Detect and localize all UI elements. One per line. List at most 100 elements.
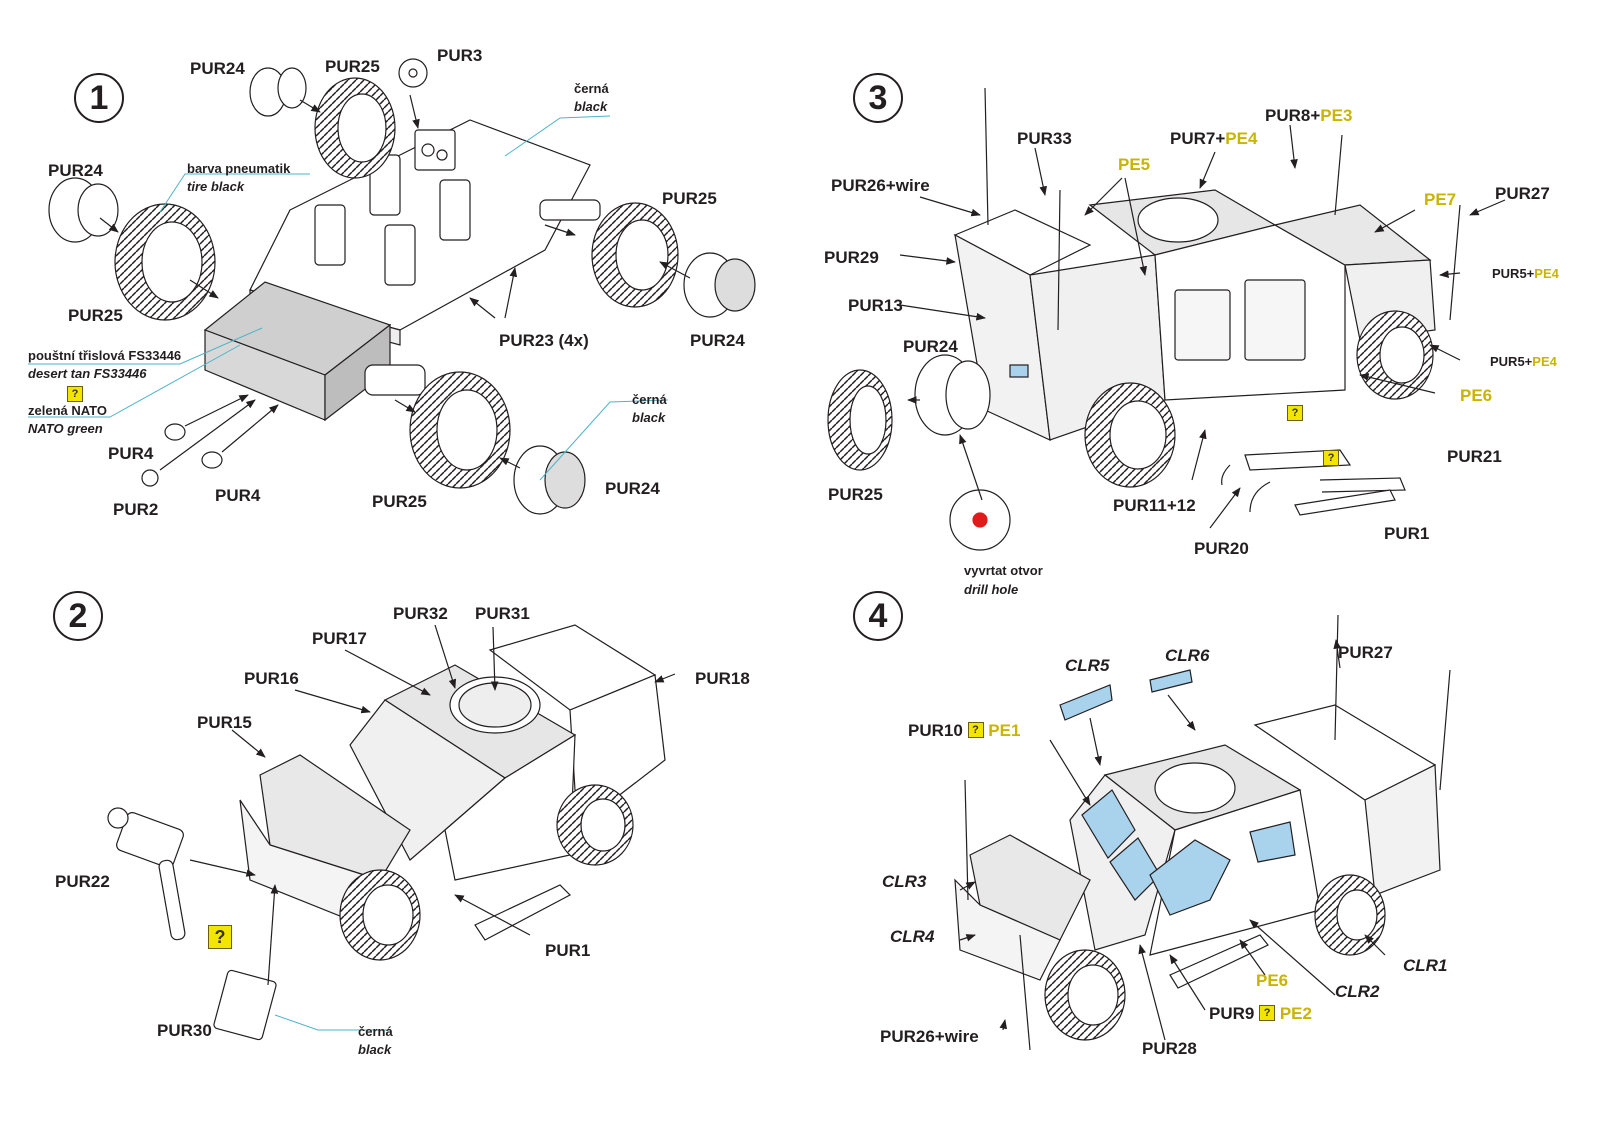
step-number-3: 3: [853, 73, 903, 123]
label-nato-green: NATO green: [28, 421, 103, 436]
step2-vehicle-drawing: [107, 624, 666, 1041]
label-pur31: PUR31: [475, 604, 530, 623]
label-black: black: [574, 99, 608, 114]
label-black: black: [358, 1042, 392, 1057]
label-clr2: CLR2: [1335, 982, 1380, 1001]
step-number-1: 1: [74, 73, 124, 123]
label-pur30: PUR30: [157, 1021, 212, 1040]
label-pe6: PE6: [1460, 386, 1493, 405]
label-pur7-pe4: PUR7+PE4: [1170, 129, 1258, 148]
label-pur25: PUR25: [325, 57, 380, 76]
step1-rim-bottom: [513, 445, 586, 515]
label-pur15: PUR15: [197, 713, 252, 732]
step1-color-leaders: [28, 115, 669, 481]
step1-wheel-top: [314, 77, 396, 179]
label-tire-black: tire black: [187, 179, 245, 194]
label-clr6: CLR6: [1165, 646, 1210, 665]
label-pur23: PUR23 (4x): [499, 331, 589, 350]
label-pur24: PUR24: [903, 337, 958, 356]
label-pur4: PUR4: [108, 444, 154, 463]
label-nato-green-cz: zelená NATO: [28, 403, 107, 418]
step2-color-leader: [274, 1014, 390, 1031]
label-pur11-12: PUR11+12: [1113, 496, 1196, 515]
label-pur5-pe4: PUR5+PE4: [1490, 354, 1557, 369]
step1-chassis-drawing: [48, 58, 756, 515]
label-pur25: PUR25: [662, 189, 717, 208]
label-cerna: černá: [358, 1024, 393, 1039]
label-pur29: PUR29: [824, 248, 879, 267]
step-number-4: 4: [853, 591, 903, 641]
label-clr1: CLR1: [1403, 956, 1448, 975]
step3-arrows: [899, 124, 1506, 529]
label-clr5: CLR5: [1065, 656, 1110, 675]
label-drill-hole: drill hole: [964, 582, 1019, 597]
label-desert-tan-cz: pouštní třislová FS33446: [28, 348, 182, 363]
step-number-2: 2: [53, 591, 103, 641]
label-pur22: PUR22: [55, 872, 110, 891]
label-cerna: černá: [574, 81, 609, 96]
label-pur26-wire: PUR26+wire: [831, 176, 930, 195]
clr2-door-window: [1149, 839, 1231, 916]
question-icon: ?: [1323, 450, 1339, 466]
label-pur10-pe1: PUR10 ? PE1: [908, 721, 1021, 740]
label-pur16: PUR16: [244, 669, 299, 688]
label-drill-cz: vyvrtat otvor: [964, 563, 1043, 578]
step4-vehicle-drawing: [954, 614, 1451, 1051]
label-pe5: PE5: [1118, 155, 1151, 174]
step1-rim-left: [48, 177, 119, 243]
step1-arrows: [99, 94, 691, 471]
label-pur24: PUR24: [605, 479, 660, 498]
clr5-part: [1059, 684, 1113, 721]
label-pur5-pe4: PUR5+PE4: [1492, 266, 1559, 281]
label-pur24: PUR24: [48, 161, 103, 180]
label-pur2: PUR2: [113, 500, 159, 519]
step2-arrows: [189, 624, 676, 986]
label-pur1: PUR1: [545, 941, 591, 960]
label-pur32: PUR32: [393, 604, 448, 623]
clr1-rear-window: [1249, 821, 1296, 863]
clr5-windshield-left: [1081, 789, 1136, 859]
question-icon: ?: [1287, 405, 1303, 421]
step1-wheel-bottom: [409, 371, 511, 489]
label-pur24: PUR24: [690, 331, 745, 350]
step1-wheel-left: [114, 203, 216, 321]
step3-vehicle-drawing: [827, 87, 1461, 551]
label-pe6: PE6: [1256, 971, 1289, 990]
question-icon: ?: [208, 925, 232, 949]
question-icon: ?: [67, 386, 83, 402]
label-pur27: PUR27: [1495, 184, 1550, 203]
label-pur8-pe3: PUR8+PE3: [1265, 106, 1353, 125]
label-desert-tan: desert tan FS33446: [28, 366, 147, 381]
label-pur25: PUR25: [828, 485, 883, 504]
label-pur24: PUR24: [190, 59, 245, 78]
label-pur25: PUR25: [68, 306, 123, 325]
label-pur33: PUR33: [1017, 129, 1072, 148]
question-icon: ?: [967, 721, 984, 738]
drill-hole-marker: [972, 512, 988, 528]
label-pur25: PUR25: [372, 492, 427, 511]
label-pe7: PE7: [1424, 190, 1457, 209]
label-tire-color-cz: barva pneumatik: [187, 161, 291, 176]
label-pur28: PUR28: [1142, 1039, 1197, 1058]
label-pur26-wire: PUR26+wire: [880, 1027, 979, 1046]
label-pur1: PUR1: [1384, 524, 1430, 543]
step1-wheel-right: [591, 202, 679, 308]
label-pur4: PUR4: [215, 486, 261, 505]
label-clr4: CLR4: [890, 927, 935, 946]
question-icon: ?: [1259, 1004, 1276, 1021]
label-pur9-pe2: PUR9 ? PE2: [1209, 1004, 1312, 1023]
label-pur20: PUR20: [1194, 539, 1249, 558]
step4-arrows: [959, 639, 1386, 1041]
step1-rim-top: [249, 67, 307, 117]
clr6-part: [1149, 669, 1193, 693]
label-pur18: PUR18: [695, 669, 750, 688]
label-pur17: PUR17: [312, 629, 367, 648]
label-pur27: PUR27: [1338, 643, 1393, 662]
label-cerna: černá: [632, 392, 667, 407]
label-clr3: CLR3: [882, 872, 927, 891]
step1-rim-right: [683, 252, 756, 318]
label-pur21: PUR21: [1447, 447, 1502, 466]
label-pur13: PUR13: [848, 296, 903, 315]
